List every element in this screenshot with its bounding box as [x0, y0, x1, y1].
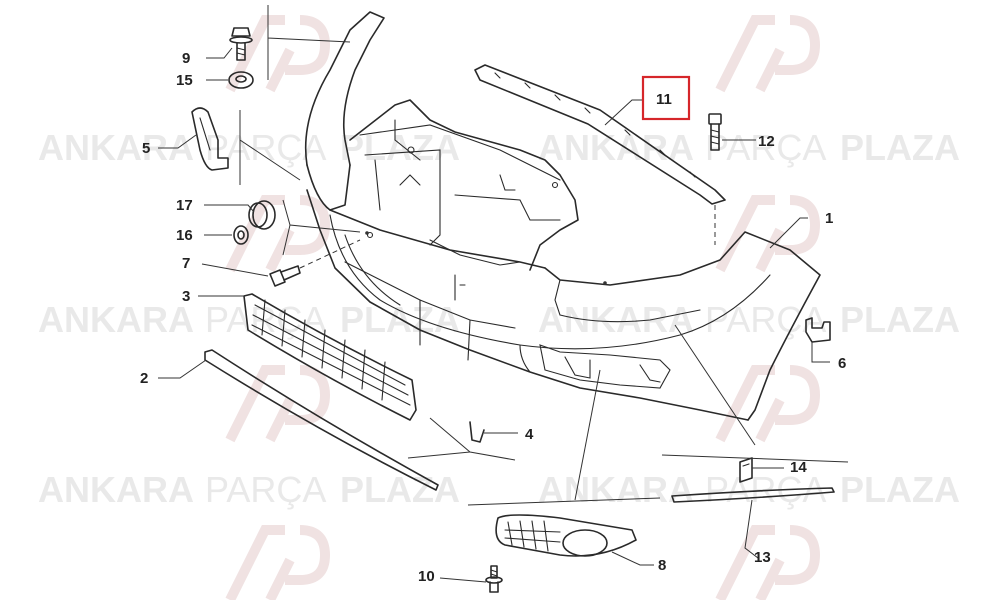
callout-9: 9 — [182, 50, 190, 67]
bracket-5 — [191, 107, 229, 171]
callout-4: 4 — [525, 426, 534, 443]
watermark-word-plaza: PLAZA — [840, 299, 960, 340]
bumper-shell — [304, 11, 821, 421]
watermark-logo — [715, 525, 821, 600]
callout-2: 2 — [140, 370, 148, 387]
callout-13: 13 — [754, 549, 771, 566]
leader-lines — [158, 5, 849, 583]
watermark-word-parca: PARÇA — [205, 127, 326, 168]
callout-7: 7 — [182, 255, 190, 272]
upper-reinforcement-strip — [474, 64, 726, 245]
watermark-word-ankara: ANKARA — [38, 299, 194, 340]
callout-10: 10 — [418, 568, 435, 585]
clip-4 — [469, 421, 485, 443]
watermark-word-ankara: ANKARA — [38, 469, 194, 510]
watermark-logo — [225, 365, 331, 443]
trim-strip-2 — [204, 349, 439, 491]
screw-10 — [485, 565, 503, 593]
callout-15: 15 — [176, 72, 193, 89]
clip-6 — [805, 317, 831, 343]
watermark-word-ankara: ANKARA — [538, 127, 694, 168]
watermark-logo — [225, 525, 331, 600]
bolt-7 — [269, 239, 361, 287]
callout-16: 16 — [176, 227, 193, 244]
watermark-word-parca: PARÇA — [205, 469, 326, 510]
washer-15 — [228, 71, 254, 89]
watermark-logo — [225, 15, 331, 93]
watermark-word-plaza: PLAZA — [340, 469, 460, 510]
lower-grille-3 — [243, 293, 417, 421]
bush-17 — [248, 200, 276, 230]
callout-8: 8 — [658, 557, 666, 574]
watermark-text: ANKARA PARÇA PLAZA ANKARA PARÇA PLAZA AN… — [38, 127, 960, 510]
watermark-word-plaza: PLAZA — [840, 469, 960, 510]
watermark-word-parca: PARÇA — [205, 299, 326, 340]
callout-6: 6 — [838, 355, 846, 372]
chrome-strip-13 — [671, 487, 835, 503]
watermark-logo-group — [225, 15, 821, 600]
clip-14 — [739, 457, 753, 483]
callout-1: 1 — [825, 210, 833, 227]
highlight-box-11 — [641, 75, 691, 121]
watermark-word-plaza: PLAZA — [840, 127, 960, 168]
callout-5: 5 — [142, 140, 150, 157]
watermark-logo — [225, 195, 331, 273]
watermark-word-ankara: ANKARA — [538, 299, 694, 340]
bolt-12 — [708, 113, 722, 151]
callout-labels: 9 15 5 17 16 7 3 2 4 11 12 1 6 14 13 8 1… — [140, 50, 846, 585]
callout-14: 14 — [790, 459, 807, 476]
watermark-logo — [715, 365, 821, 443]
fog-lamp-grille-8 — [495, 514, 637, 557]
watermark-word-parca: PARÇA — [705, 127, 826, 168]
screw-9 — [229, 27, 253, 61]
callout-11: 11 — [656, 91, 672, 108]
callout-3: 3 — [182, 288, 190, 305]
watermark-word-ankara: ANKARA — [538, 469, 694, 510]
watermark-logo — [715, 15, 821, 93]
callout-12: 12 — [758, 133, 775, 150]
callout-17: 17 — [176, 197, 193, 214]
washer-16 — [233, 225, 249, 245]
